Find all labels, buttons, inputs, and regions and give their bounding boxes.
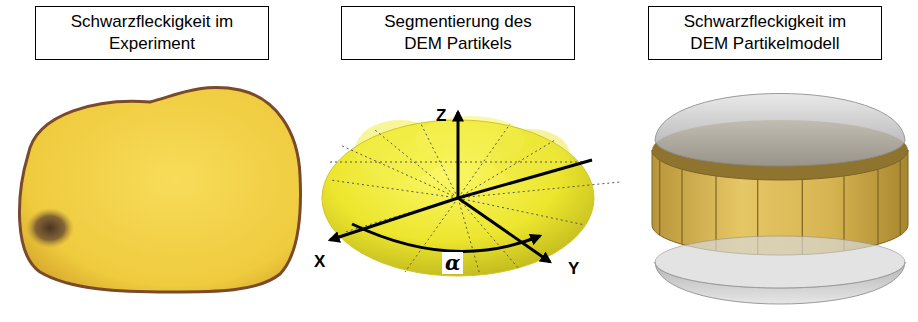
title-box: Schwarzfleckigkeit im Experiment [35, 6, 269, 60]
title-box: Schwarzfleckigkeit im DEM Partikelmodell [648, 6, 882, 60]
axis-label: X [314, 252, 325, 272]
title-box: Segmentierung des DEM Partikels [341, 6, 575, 60]
angle-label: α [442, 252, 463, 274]
axis-label: Y [568, 259, 579, 279]
axis-label: Z [436, 106, 446, 126]
title-text: Schwarzfleckigkeit im Experiment [64, 11, 240, 55]
title-text: Schwarzfleckigkeit im DEM Partikelmodell [677, 11, 853, 55]
title-text: Segmentierung des DEM Partikels [370, 11, 546, 55]
